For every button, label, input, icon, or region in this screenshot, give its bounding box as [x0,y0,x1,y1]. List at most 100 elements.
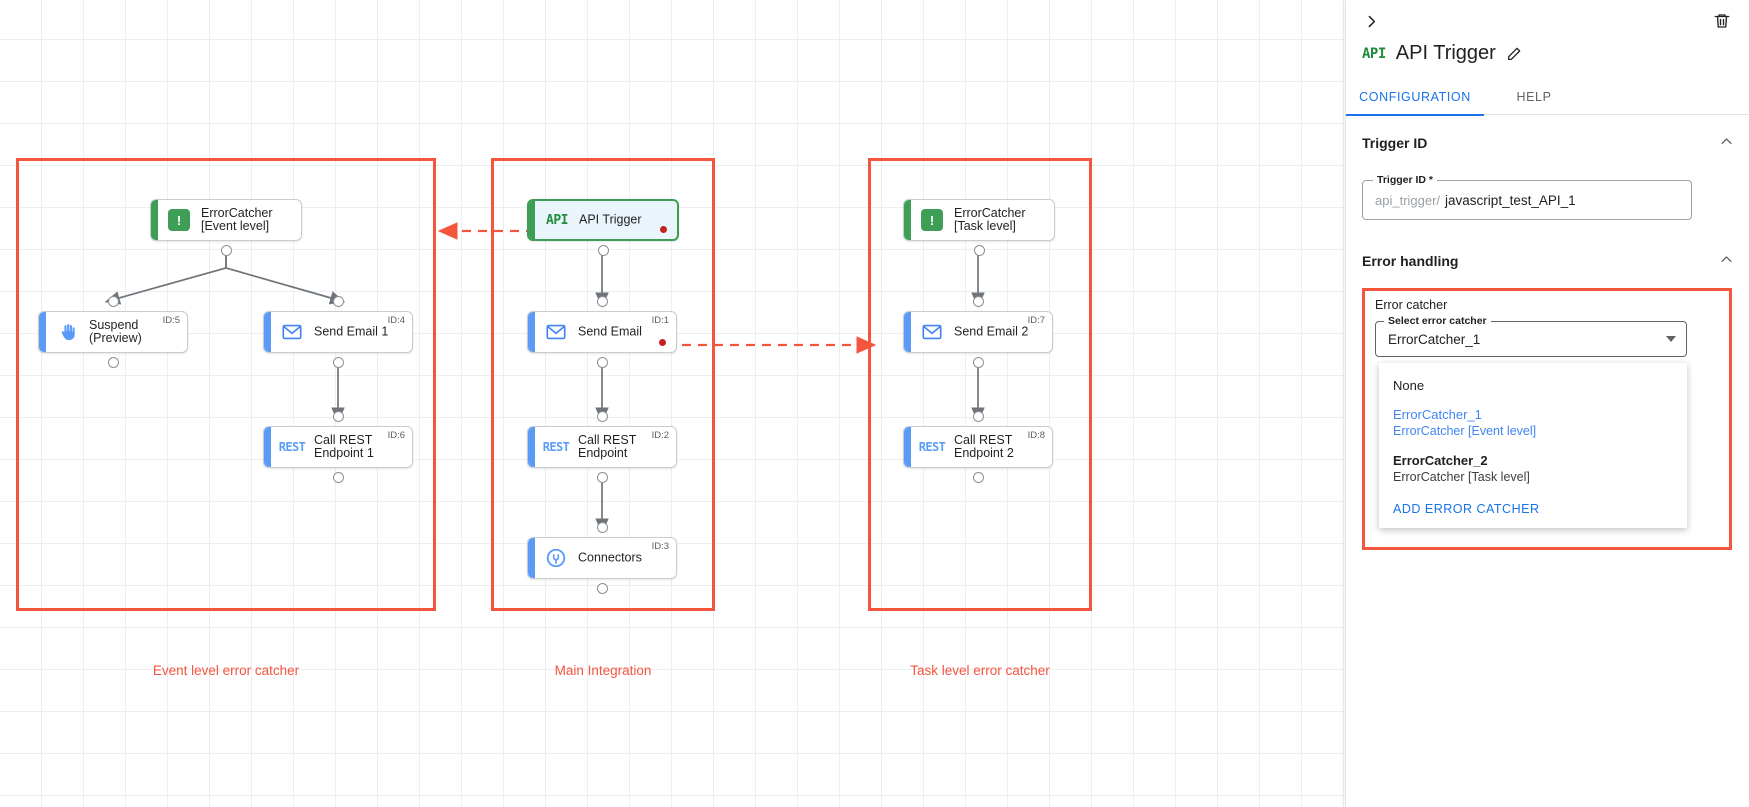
node-label: Send Email 2 [954,324,1029,339]
node-port-in[interactable] [332,296,344,307]
error-catcher-selected-value: ErrorCatcher_1 [1388,331,1481,347]
node-port-out[interactable] [107,357,119,368]
node-label: Call REST Endpoint 1 [314,433,374,460]
node-icon-errorcatcher-task: ! [920,208,944,232]
dropdown-option-subtitle: ErrorCatcher [Task level] [1393,470,1530,484]
node-port-out[interactable] [596,583,608,594]
group-box-main-integration[interactable] [491,158,715,611]
node-icon-send-email-2 [920,320,944,344]
chevron-up-icon[interactable] [1719,134,1734,152]
flow-canvas[interactable]: ! ErrorCatcher [Event level] Suspend (Prev… [0,0,1345,807]
trigger-id-input[interactable]: javascript_test_API_1 [1445,192,1576,208]
node-id-badge: ID:5 [162,315,180,326]
trash-icon[interactable] [1709,8,1735,34]
section-header-error-handling[interactable]: Error handling [1362,252,1734,270]
node-label: Connectors [578,550,642,565]
node-accent-bar [39,312,46,352]
page-title: API Trigger [1395,42,1496,64]
node-port-out[interactable] [973,245,985,256]
node-label: Call REST Endpoint [578,433,637,460]
node-suspend[interactable]: Suspend (Preview)ID:5 [38,311,188,353]
node-label: Send Email 1 [314,324,389,339]
node-port-out[interactable] [972,472,984,483]
section-title-error-handling: Error handling [1362,253,1459,269]
section-title-trigger-id: Trigger ID [1362,135,1428,151]
node-errorcatcher-task[interactable]: ! ErrorCatcher [Task level] [903,199,1055,241]
pencil-icon[interactable] [1506,46,1522,62]
chevron-right-icon[interactable] [1358,8,1384,34]
node-error-indicator [660,226,667,233]
tab-configuration[interactable]: CONFIGURATION [1346,80,1484,116]
envelope-icon [922,324,942,340]
node-port-out[interactable] [596,472,608,483]
panel-title-row: API API Trigger [1362,42,1522,65]
envelope-icon [546,324,566,340]
error-catcher-icon: ! [168,209,190,231]
properties-panel: API API Trigger CONFIGURATION HELP Trigg… [1345,0,1749,807]
node-label: Call REST Endpoint 2 [954,433,1014,460]
node-port-out[interactable] [596,357,608,368]
node-errorcatcher-event[interactable]: ! ErrorCatcher [Event level] [150,199,302,241]
group-label-event-level: Event level error catcher [152,663,300,678]
tab-help[interactable]: HELP [1516,90,1552,104]
dropdown-option-none[interactable]: None [1379,371,1687,400]
node-call-rest-endpoint[interactable]: REST Call REST Endpoint ID:2 [527,426,677,468]
panel-tabs: CONFIGURATION HELP [1346,80,1749,116]
node-port-in[interactable] [972,296,984,307]
node-port-out[interactable] [220,245,232,256]
node-port-out[interactable] [972,357,984,368]
add-error-catcher-button[interactable]: ADD ERROR CATCHER [1393,502,1540,516]
node-port-in[interactable] [332,411,344,422]
node-port-out[interactable] [597,245,609,256]
node-accent-bar [904,427,911,467]
rest-icon: REST [918,440,946,454]
node-port-out[interactable] [332,472,344,483]
group-box-event-level[interactable] [16,158,436,611]
chevron-down-icon[interactable] [1666,336,1676,342]
node-accent-bar [528,312,535,352]
node-port-in[interactable] [596,296,608,307]
node-id-badge: ID:4 [387,315,405,326]
trigger-id-prefix: api_trigger/ [1375,192,1441,208]
dropdown-option-title: ErrorCatcher_2 [1393,453,1488,468]
node-label: ErrorCatcher [Task level] [954,206,1026,233]
node-icon-suspend [55,320,79,344]
group-box-task-level[interactable] [868,158,1092,611]
node-id-badge: ID:2 [651,430,669,441]
hand-icon [61,323,75,340]
node-id-badge: ID:6 [387,430,405,441]
error-catcher-title: Error catcher [1375,298,1448,312]
trigger-id-field[interactable]: Trigger ID * api_trigger/ javascript_tes… [1362,174,1692,220]
node-error-indicator [659,339,666,346]
error-catcher-select[interactable]: Select error catcher ErrorCatcher_1 [1375,315,1687,357]
node-port-out[interactable] [332,357,344,368]
node-accent-bar [528,427,535,467]
node-label: ErrorCatcher [Event level] [201,206,273,233]
group-label-main-integration: Main Integration [554,663,652,678]
section-header-trigger-id[interactable]: Trigger ID [1362,134,1734,152]
node-port-in[interactable] [972,411,984,422]
node-port-in[interactable] [596,411,608,422]
dropdown-option-subtitle: ErrorCatcher [Event level] [1393,424,1537,438]
node-port-in[interactable] [596,522,608,533]
node-accent-bar [904,312,911,352]
rest-icon: REST [542,440,570,454]
api-icon: API [1362,45,1386,62]
node-icon-errorcatcher-event: ! [167,208,191,232]
trigger-id-label: Trigger ID * [1373,174,1438,186]
node-accent-bar [904,200,911,240]
dropdown-option-title: None [1393,378,1425,393]
node-port-in[interactable] [107,296,119,307]
chevron-up-icon[interactable] [1719,252,1734,270]
